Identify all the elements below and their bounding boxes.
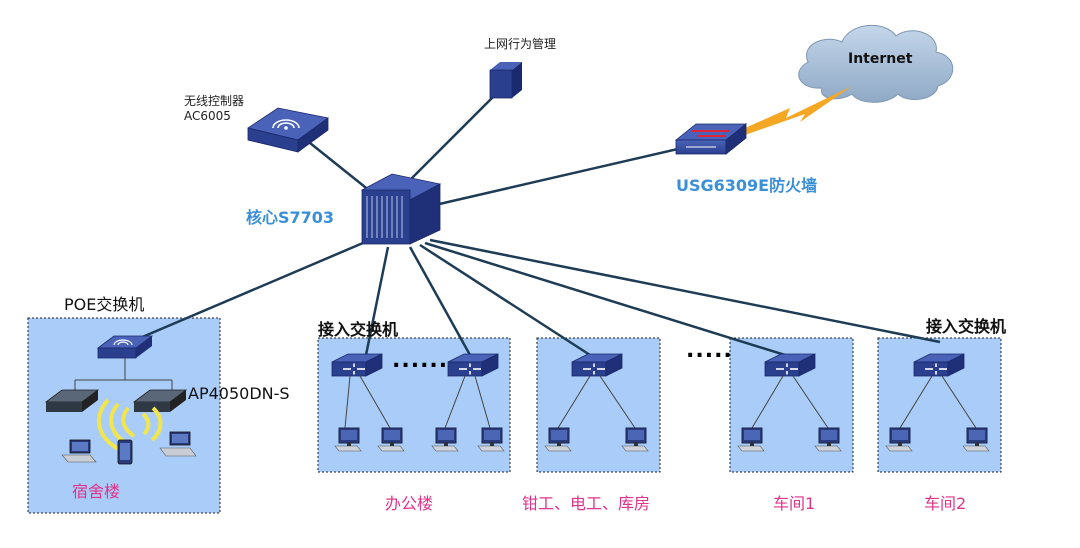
internet-label: Internet [848, 51, 913, 67]
area-office: 办公楼 [385, 494, 434, 513]
area-workshop2: 车间2 [924, 494, 967, 513]
firewall-icon [674, 123, 748, 155]
poe-area [44, 335, 197, 465]
pc-icon [885, 427, 913, 452]
wireless-controller-icon [247, 107, 329, 153]
misc-switches [544, 353, 649, 452]
ap-model-label: AP4050DN-S [188, 384, 290, 403]
area-workshop1: 车间1 [773, 494, 816, 513]
firewall-label: USG6309E防火墙 [676, 176, 818, 195]
ellipsis-middle: ..... [686, 338, 733, 363]
link-core-office-b [408, 246, 472, 356]
workshop2-switches [885, 353, 990, 452]
access-point-icon [132, 389, 188, 412]
core-switch-icon [360, 173, 442, 245]
office-switches [331, 353, 505, 452]
access-point-icon [44, 389, 100, 412]
wireless-controller-model: AC6005 [184, 109, 231, 123]
area-dorm: 宿舍楼 [72, 482, 121, 501]
workshop1-switches [737, 353, 842, 452]
link-core-w1 [424, 241, 786, 357]
pc-icon [477, 427, 505, 452]
pc-icon [431, 427, 459, 452]
pc-icon [334, 427, 362, 452]
internet-cloud [798, 24, 954, 103]
link-core-behavior [404, 89, 501, 186]
pc-icon [544, 427, 572, 452]
lightning-icon [736, 86, 852, 136]
ellipsis-office: ...... [392, 348, 449, 373]
core-switch-label: 核心S7703 [246, 208, 335, 227]
pc-icon [962, 427, 990, 452]
area-workshop-misc: 钳工、电工、库房 [522, 494, 651, 513]
access-switch-label-left: 接入交换机 [318, 320, 399, 339]
behavior-mgmt-label: 上网行为管理 [484, 37, 557, 51]
wireless-controller-label: 无线控制器 [184, 94, 245, 108]
link-core-poe [139, 238, 371, 340]
server-icon [489, 62, 522, 99]
pc-icon [377, 427, 405, 452]
pc-icon [814, 427, 842, 452]
pc-icon [737, 427, 765, 452]
poe-switch-label: POE交换机 [64, 295, 145, 314]
link-core-w2 [429, 238, 941, 344]
laptop-icon [159, 431, 197, 457]
tablet-icon [117, 439, 133, 465]
access-switch-label-right: 接入交换机 [926, 317, 1007, 336]
laptop-icon [61, 439, 97, 463]
core-links [139, 89, 941, 357]
link-core-firewall [434, 143, 696, 207]
pc-icon [621, 427, 649, 452]
link-core-office-a [364, 246, 390, 356]
link-core-misc [419, 243, 591, 357]
link-core-ac [299, 134, 376, 196]
